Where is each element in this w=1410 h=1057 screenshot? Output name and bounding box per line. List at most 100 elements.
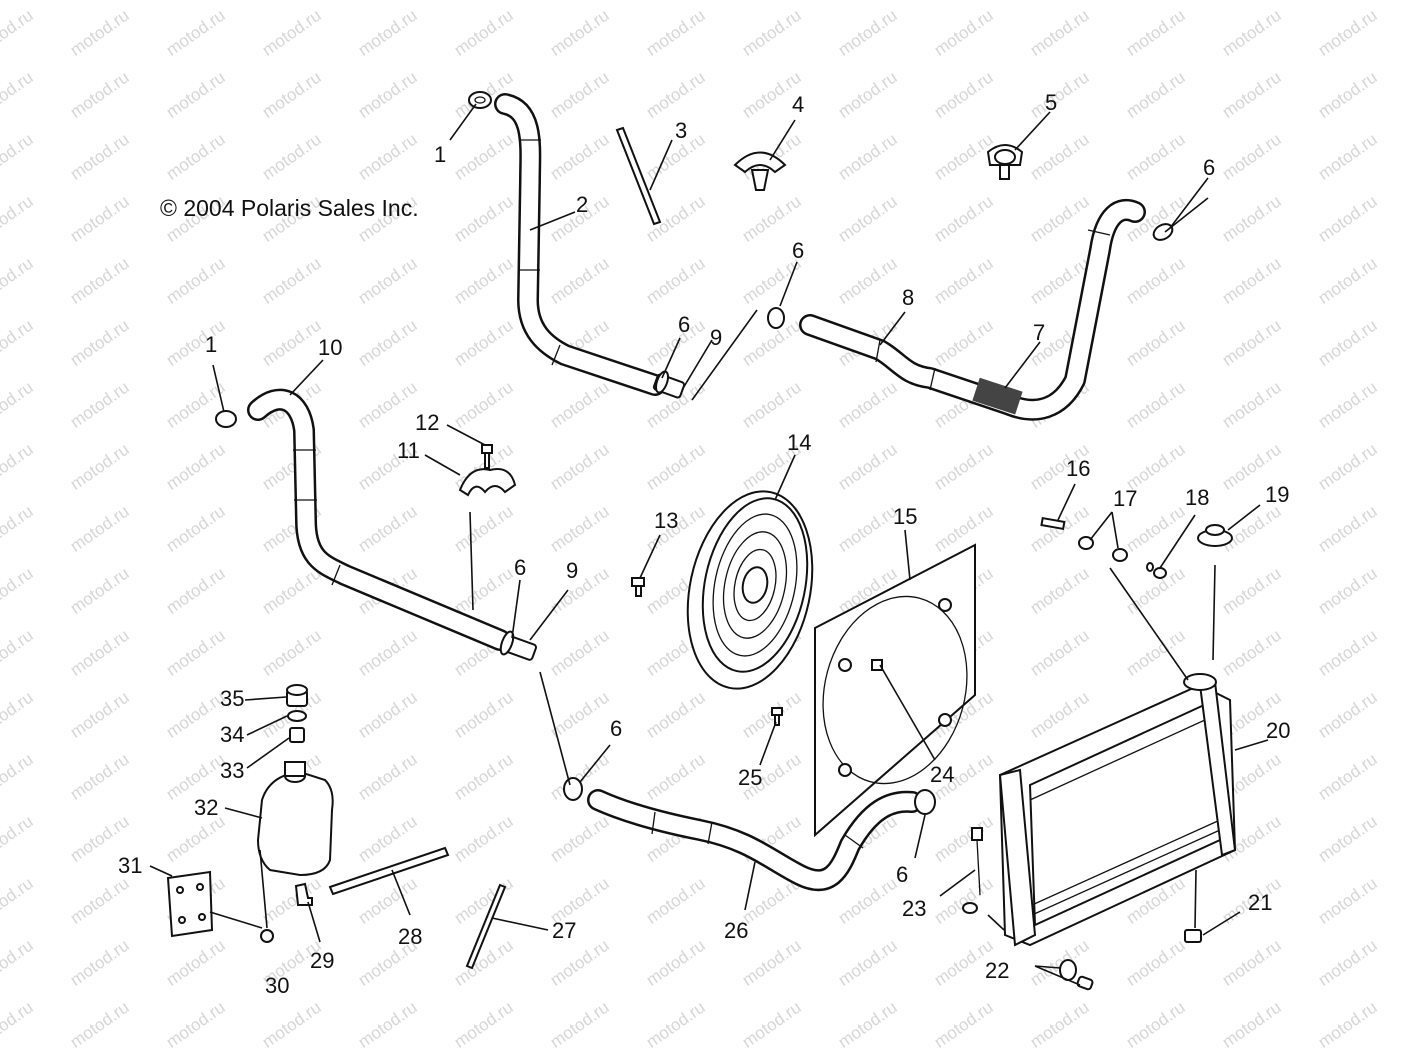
watermark-text: motod.ru: [1219, 6, 1285, 60]
watermark-text: motod.ru: [67, 68, 133, 122]
oring-fitting-22: [1059, 959, 1094, 991]
callout-28: 28: [398, 924, 422, 949]
clip-5: [986, 144, 1024, 180]
watermark-text: motod.ru: [67, 130, 133, 184]
watermark-text: motod.ru: [451, 688, 517, 742]
watermark-text: motod.ru: [1219, 254, 1285, 308]
clamp-6-bottom-left: [563, 777, 583, 801]
watermark-text: motod.ru: [0, 688, 37, 742]
watermark-text: motod.ru: [547, 440, 613, 494]
watermark-text: motod.ru: [835, 130, 901, 184]
watermark-text: motod.ru: [1027, 564, 1093, 618]
watermark-text: motod.ru: [835, 998, 901, 1052]
watermark-text: motod.ru: [451, 812, 517, 866]
watermark-text: motod.ru: [1315, 192, 1381, 246]
watermark-text: motod.ru: [547, 254, 613, 308]
watermark-text: motod.ru: [835, 874, 901, 928]
watermark-text: motod.ru: [67, 192, 133, 246]
watermark-text: motod.ru: [0, 192, 37, 246]
callout-6: 6: [678, 312, 690, 337]
watermark-text: motod.ru: [1315, 936, 1381, 990]
callout-2: 2: [576, 192, 588, 217]
watermark-text: motod.ru: [0, 68, 37, 122]
watermark-text: motod.ru: [931, 6, 997, 60]
callout-6: 6: [792, 238, 804, 263]
watermark-text: motod.ru: [355, 626, 421, 680]
watermark-text: motod.ru: [931, 812, 997, 866]
fitting-9-lower: [499, 630, 537, 661]
callout-13: 13: [654, 508, 678, 533]
callout-34: 34: [220, 722, 244, 747]
callout-35: 35: [220, 686, 244, 711]
watermark-text: motod.ru: [835, 502, 901, 556]
watermark-text: motod.ru: [0, 998, 37, 1052]
watermark-text: motod.ru: [0, 564, 37, 618]
watermark-text: motod.ru: [163, 688, 229, 742]
watermark-text: motod.ru: [835, 440, 901, 494]
watermark-text: motod.ru: [451, 998, 517, 1052]
watermark-text: motod.ru: [931, 68, 997, 122]
watermark-text: motod.ru: [0, 316, 37, 370]
callout-3: 3: [675, 118, 687, 143]
watermark-text: motod.ru: [259, 874, 325, 928]
callout-1: 1: [434, 142, 446, 167]
watermark-text: motod.ru: [547, 998, 613, 1052]
callout-17: 17: [1113, 486, 1137, 511]
watermark-text: motod.ru: [1315, 68, 1381, 122]
bolt-12: [481, 444, 493, 469]
watermark-text: motod.ru: [643, 750, 709, 804]
watermark-text: motod.ru: [739, 6, 805, 60]
watermark-text: motod.ru: [0, 254, 37, 308]
nut-18: [1146, 562, 1167, 579]
watermark-text: motod.ru: [835, 378, 901, 432]
watermark-text: motod.ru: [451, 6, 517, 60]
watermark-text: motod.ru: [67, 998, 133, 1052]
callout-25: 25: [738, 765, 762, 790]
watermark-text: motod.ru: [163, 254, 229, 308]
watermark-text: motod.ru: [0, 750, 37, 804]
clamp-6-bottom-right: [914, 789, 936, 815]
watermark-text: motod.ru: [451, 750, 517, 804]
watermark-text: motod.ru: [163, 564, 229, 618]
watermark-text: motod.ru: [1027, 688, 1093, 742]
watermark-text: motod.ru: [259, 130, 325, 184]
watermark-text: motod.ru: [643, 68, 709, 122]
callout-5: 5: [1045, 90, 1057, 115]
corrugated-sleeve-7: [972, 377, 1023, 415]
radiator-cap-19: [1197, 524, 1233, 547]
watermark-text: motod.ru: [451, 564, 517, 618]
watermark-text: motod.ru: [67, 6, 133, 60]
watermark-text: motod.ru: [259, 68, 325, 122]
watermark-text: motod.ru: [67, 564, 133, 618]
watermark-text: motod.ru: [1027, 130, 1093, 184]
callout-labels: 1 2 3 4 5 6 6 6 9 8 7 1 10 12 11 6 9 14 …: [118, 90, 1290, 998]
watermark-text: motod.ru: [1219, 626, 1285, 680]
watermark-text: motod.ru: [355, 316, 421, 370]
watermark-text: motod.ru: [1315, 626, 1381, 680]
callout-6: 6: [514, 555, 526, 580]
callout-23: 23: [902, 896, 926, 921]
watermark-text: motod.ru: [1123, 936, 1189, 990]
watermark-text: motod.ru: [1123, 68, 1189, 122]
fan-assembly-14: [686, 490, 814, 690]
push-clip-4: [733, 151, 787, 191]
watermark-text: motod.ru: [931, 316, 997, 370]
watermark-text: motod.ru: [67, 936, 133, 990]
hose-bottom: [587, 789, 923, 892]
watermark-text: motod.ru: [547, 564, 613, 618]
watermark-text: motod.ru: [547, 502, 613, 556]
watermark-text: motod.ru: [643, 998, 709, 1052]
adapter-33: [289, 727, 305, 743]
callout-31: 31: [118, 853, 142, 878]
watermark-text: motod.ru: [1123, 254, 1189, 308]
nut-30: [260, 929, 274, 943]
watermark-text: motod.ru: [67, 440, 133, 494]
callout-29: 29: [310, 948, 334, 973]
watermark-text: motod.ru: [355, 688, 421, 742]
watermark-text: motod.ru: [1123, 130, 1189, 184]
watermark-text: motod.ru: [0, 626, 37, 680]
watermark-text: motod.ru: [1219, 68, 1285, 122]
watermark-text: motod.ru: [0, 378, 37, 432]
watermark-text: motod.ru: [643, 254, 709, 308]
watermark-text: motod.ru: [355, 378, 421, 432]
